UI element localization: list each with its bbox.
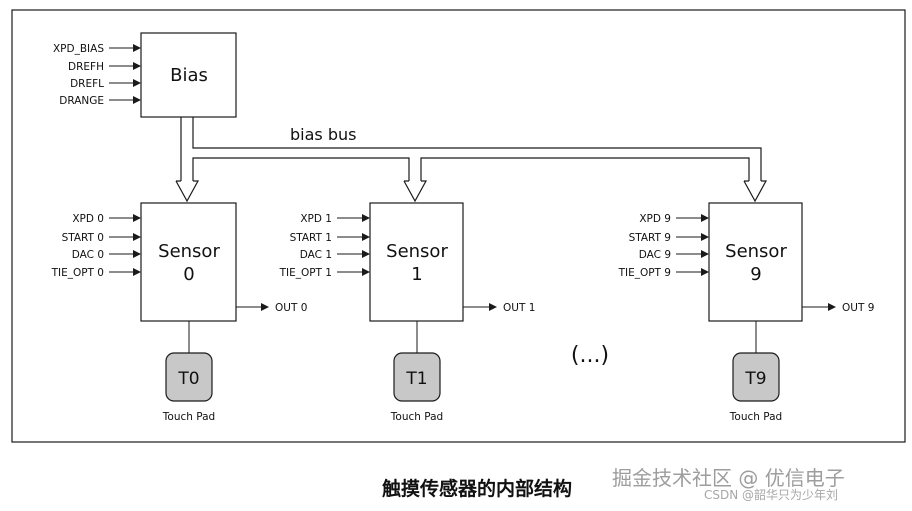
sensor-title: Sensor: [725, 241, 787, 262]
bias-bus-outer: [180, 117, 762, 181]
bias-bus-label: bias bus: [290, 125, 356, 144]
touch-pad-label: Touch Pad: [162, 411, 215, 423]
sensor-index: 0: [183, 264, 194, 285]
sensor-input-label: XPD 9: [639, 213, 671, 225]
bias-input-0: XPD_BIAS: [53, 43, 141, 55]
sensor-input-label: START 1: [290, 232, 332, 244]
sensor-index: 9: [750, 264, 761, 285]
bus-arrow-0: [175, 180, 200, 203]
bias-input-label: DREFH: [68, 61, 104, 73]
touch-pad: [732, 352, 780, 402]
sensor-input-label: XPD 0: [72, 213, 104, 225]
bias-input-label: DREFL: [70, 78, 104, 90]
sensor-input-label: XPD 1: [300, 213, 332, 225]
sensor-title: Sensor: [386, 241, 448, 262]
sensor-index: 1: [411, 264, 422, 285]
touch-pad-id: T0: [177, 369, 199, 389]
bias-input-label: XPD_BIAS: [53, 43, 104, 55]
sensor-box: [369, 202, 464, 322]
bias-input-label: DRANGE: [59, 95, 104, 107]
touch-pad: [165, 352, 213, 402]
bias-title: Bias: [170, 65, 208, 86]
bus-arrow-1: [403, 180, 428, 203]
touch-pad: [393, 352, 441, 402]
touch-pad-label: Touch Pad: [390, 411, 443, 423]
watermark-csdn: CSDN @韶华只为少年刘: [704, 488, 839, 502]
sensor-output-label: OUT 0: [275, 302, 307, 314]
bias-bus: [175, 117, 768, 203]
sensor-input-label: START 0: [62, 232, 104, 244]
sensor-input-label: DAC 0: [72, 249, 104, 261]
ellipsis-more-sensors: (...): [571, 343, 609, 368]
sensor-input-label: DAC 9: [639, 249, 671, 261]
sensor-box: [708, 202, 803, 322]
sensor-input-label: TIE_OPT 1: [279, 267, 332, 279]
touch-pad-id: T1: [405, 369, 427, 389]
sensor-input-label: TIE_OPT 9: [618, 267, 671, 279]
diagram-frame: [11, 9, 906, 443]
bus-arrow-9: [743, 180, 768, 203]
watermark-juejin: 掘金技术社区 @ 优信电子: [612, 466, 845, 490]
bias-input-2: DREFL: [70, 78, 141, 90]
bias-block: Bias XPD_BIAS DREFH DREFL DRANGE: [53, 32, 237, 118]
bias-input-3: DRANGE: [59, 95, 141, 107]
touch-pad-label: Touch Pad: [729, 411, 782, 423]
bias-input-1: DREFH: [68, 61, 141, 73]
sensor-output-label: OUT 9: [842, 302, 874, 314]
bias-bus-inner: [192, 157, 750, 181]
sensor-block-0: Sensor 0 XPD 0 START 0 DAC 0 TIE_OPT 0 O…: [51, 202, 307, 423]
figure-caption: 触摸传感器的内部结构: [382, 478, 573, 500]
touch-pad-id: T9: [744, 369, 766, 389]
bias-box: [140, 32, 237, 118]
sensor-title: Sensor: [158, 241, 220, 262]
sensor-block-1: Sensor 1 XPD 1 START 1 DAC 1 TIE_OPT 1 O…: [279, 202, 535, 423]
sensor-input-label: START 9: [629, 232, 671, 244]
sensor-block-9: Sensor 9 XPD 9 START 9 DAC 9 TIE_OPT 9 O…: [618, 202, 874, 423]
sensor-output-label: OUT 1: [503, 302, 535, 314]
sensor-input-label: DAC 1: [300, 249, 332, 261]
sensor-input-label: TIE_OPT 0: [51, 267, 104, 279]
sensor-box: [140, 202, 237, 322]
